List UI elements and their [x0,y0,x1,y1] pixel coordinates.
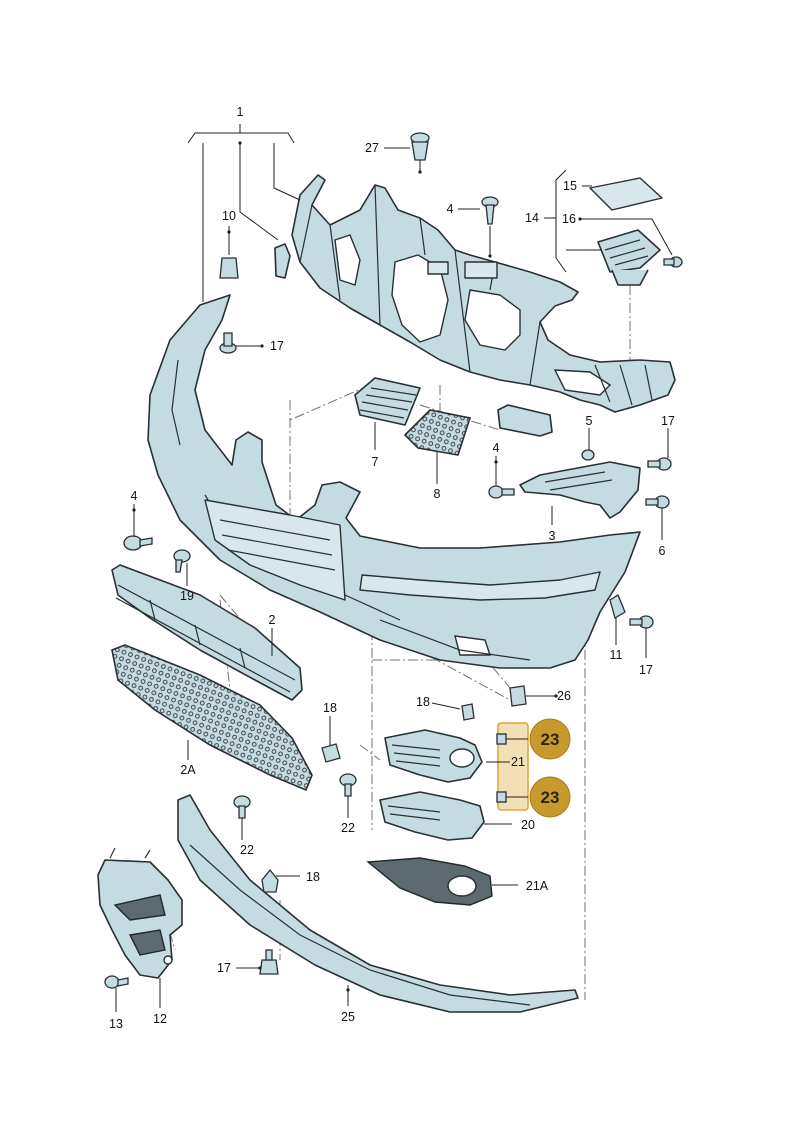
bumper-cover [147,294,641,669]
screw-5-icon [581,449,595,461]
callout-26: 26 [557,689,571,703]
badge-23-upper-label: 23 [541,730,560,749]
nut-18-top-icon [461,703,475,721]
blank-grille-part-20 [379,791,485,841]
callout-7: 7 [372,455,379,469]
screw-22-left-icon [233,795,251,819]
fog-grille-part-21 [384,729,483,783]
clip-11-icon [609,594,626,619]
lower-spoiler-part-25 [177,794,579,1013]
nut-10-icon [219,257,239,279]
callout-10: 10 [222,209,236,223]
callout-18-bottom: 18 [306,870,320,884]
clip-near-1 [274,243,291,279]
callout-2: 2 [269,613,276,627]
callout-22-right: 22 [341,821,355,835]
screw-17-left-icon [219,332,237,354]
tow-eye-mount-part-14 [597,229,661,286]
callout-6: 6 [659,544,666,558]
screw-17-bottom-icon [259,949,279,975]
callout-1: 1 [237,105,244,119]
callout-15: 15 [563,179,577,193]
mesh-grille-part-2A [111,644,313,792]
nut-18-mid-icon [321,743,341,763]
bracket-clip-near-4 [497,404,553,437]
callout-3: 3 [549,529,556,543]
callout-4-left: 4 [131,489,138,503]
callout-27: 27 [365,141,379,155]
callout-25: 25 [341,1010,355,1024]
clip-27-icon [410,132,430,161]
callout-8: 8 [434,487,441,501]
fog-grille-part-21A [366,857,493,906]
callout-22-left: 22 [240,843,254,857]
callout-18-mid: 18 [323,701,337,715]
highlight-clips-23 [496,722,529,811]
fasteners [104,132,683,989]
callout-21A: 21A [526,879,549,893]
callout-11: 11 [610,648,623,662]
screw-4-mid-icon [488,485,515,499]
mesh-grille-part-8 [403,409,472,456]
lower-grille-part-2 [111,564,303,701]
callout-17-left: 17 [270,339,284,353]
grille-part-7 [354,377,421,426]
callout-12: 12 [153,1012,167,1026]
badge-23-lower-label: 23 [541,788,560,807]
callout-18-top: 18 [416,695,430,709]
leader-lines [115,124,673,1012]
tow-eye-cover-part-15 [589,177,663,211]
callout-19: 19 [180,589,194,603]
callout-2A: 2A [180,763,196,777]
bumper-carrier-part-1 [291,174,676,413]
callout-17-lower-right: 17 [639,663,653,677]
callout-16: 16 [562,212,576,226]
screw-16-icon [663,256,683,268]
side-bracket-part-3 [519,461,641,519]
callout-4-mid: 4 [493,441,500,455]
screw-22-right-icon [339,773,357,797]
badge-23-lower: 23 [529,776,571,818]
callout-14: 14 [525,211,539,225]
screw-17-lower-right-icon [629,615,654,629]
callout-5: 5 [586,414,593,428]
badge-23-upper: 23 [529,718,571,760]
screw-6-icon [645,495,670,509]
screw-4-left-icon [123,535,153,551]
side-bracket-part-12 [97,847,183,979]
callout-4-top: 4 [447,202,454,216]
callout-13: 13 [109,1017,123,1031]
callout-20: 20 [521,818,535,832]
callout-17-bottom: 17 [217,961,231,975]
callout-17-right: 17 [661,414,675,428]
callout-21: 21 [511,755,525,769]
callout-labels: 1 27 4 15 14 16 10 17 7 8 5 17 4 3 6 4 1… [109,105,675,1031]
screw-4-top-icon [481,196,499,225]
nut-26-icon [509,685,527,707]
screw-17-right-icon [647,457,672,471]
screw-13-icon [104,975,129,989]
screw-19-icon [173,549,191,573]
nut-18-bottom-icon [261,868,279,893]
